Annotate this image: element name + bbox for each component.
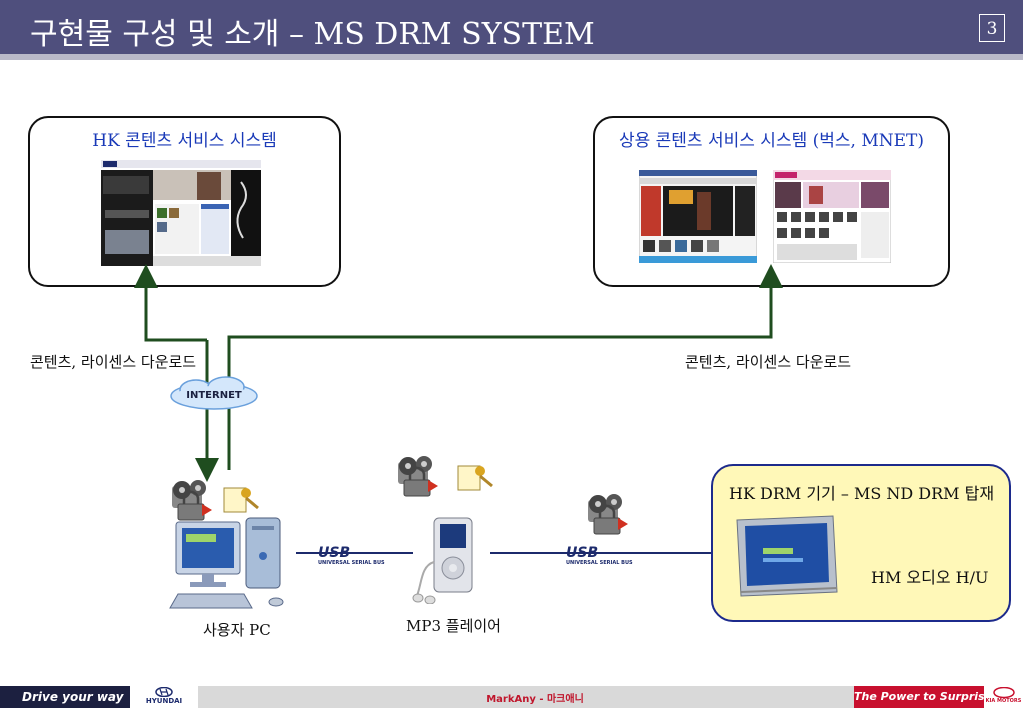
head-unit-icon — [736, 515, 838, 597]
slide-title: 구현물 구성 및 소개 – MS DRM SYSTEM — [30, 17, 595, 52]
internet-label: INTERNET — [186, 390, 242, 401]
commercial-service-panel: 상용 콘텐츠 서비스 시스템 (벅스, MNET) — [593, 116, 950, 287]
commercial-service-title: 상용 콘텐츠 서비스 시스템 (벅스, MNET) — [618, 131, 925, 151]
usb-logo-2-subtext: UNIVERSAL SERIAL BUS — [566, 560, 633, 566]
footer-hyundai-text: HYUNDAI — [145, 697, 183, 705]
mp3-player-icon — [412, 517, 473, 604]
kia-logo-icon — [992, 687, 1015, 698]
bugs-website-screenshot — [639, 170, 757, 263]
hk-website-screenshot — [101, 160, 261, 266]
head-unit-label: HM 오디오 H/U — [871, 568, 989, 587]
hk-service-title: HK 콘텐츠 서비스 시스템 — [92, 131, 277, 151]
license-key-icon-2 — [457, 465, 493, 491]
footer-power-slogan: The Power to Surprise — [854, 686, 992, 708]
user-pc-icon — [169, 517, 284, 609]
internet-cloud-icon: INTERNET — [170, 376, 258, 410]
download-label-right: 콘텐츠, 라이센스 다운로드 — [685, 353, 852, 371]
footer-kia-text: KIA MOTORS — [985, 698, 1022, 704]
media-lock-icon — [172, 480, 212, 521]
media-lock-icon-2 — [398, 456, 438, 497]
hk-service-panel: HK 콘텐츠 서비스 시스템 — [28, 116, 341, 287]
usb-logo-1-text: USB — [318, 545, 351, 561]
page-number: 3 — [979, 14, 1005, 42]
footer-hyundai-logo: HYUNDAI — [130, 686, 198, 708]
slide-footer: Drive your way HYUNDAI MarkAny - 마크애니 Th… — [0, 686, 1023, 708]
media-lock-icon-3 — [588, 494, 628, 535]
hk-drm-device-title: HK DRM 기기 – MS ND DRM 탑재 — [729, 484, 995, 503]
usb-logo-2: USB UNIVERSAL SERIAL BUS — [566, 545, 633, 570]
mp3-player-label: MP3 플레이어 — [406, 617, 501, 635]
license-key-icon — [223, 487, 259, 513]
footer-kia-logo: KIA MOTORS — [984, 686, 1023, 708]
user-pc-label: 사용자 PC — [203, 621, 271, 639]
hk-drm-device-box: HK DRM 기기 – MS ND DRM 탑재 HM 오디오 H/U — [711, 464, 1011, 622]
slide-header: 구현물 구성 및 소개 – MS DRM SYSTEM 3 — [0, 0, 1023, 60]
footer-drive-slogan: Drive your way — [0, 686, 130, 708]
usb-logo-1-subtext: UNIVERSAL SERIAL BUS — [318, 560, 385, 566]
usb-logo-1: USB UNIVERSAL SERIAL BUS — [318, 545, 385, 570]
mnet-website-screenshot — [773, 170, 891, 263]
usb-logo-2-text: USB — [566, 545, 599, 561]
download-label-left: 콘텐츠, 라이센스 다운로드 — [30, 353, 197, 371]
footer-markany: MarkAny - 마크애니 — [486, 694, 584, 705]
hyundai-logo-icon — [155, 687, 173, 697]
